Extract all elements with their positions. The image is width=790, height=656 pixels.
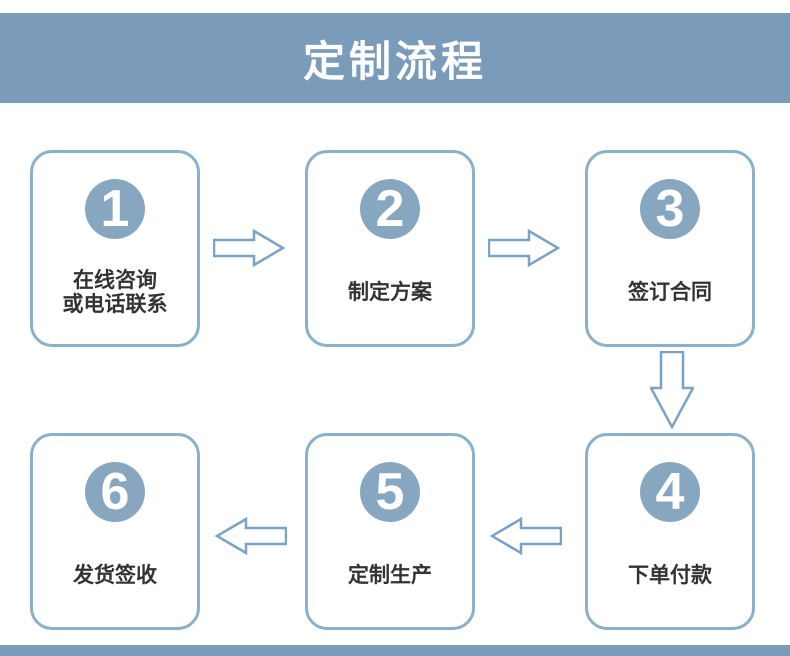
- step-card-4: 4 下单付款: [585, 433, 755, 630]
- step-4-label: 下单付款: [588, 552, 752, 600]
- step-card-2: 2 制定方案: [305, 150, 475, 347]
- step-label-line: 定制生产: [348, 564, 432, 587]
- step-card-5: 5 定制生产: [305, 433, 475, 630]
- step-number: 6: [100, 463, 130, 521]
- bottom-decoration-bar: [0, 645, 790, 656]
- step-1-number-badge: 1: [85, 179, 145, 239]
- step-number: 4: [655, 463, 685, 521]
- step-card-6: 6 发货签收: [30, 433, 200, 630]
- arrow-down-icon: [650, 351, 694, 429]
- step-number: 1: [100, 180, 130, 238]
- arrow-right-icon: [213, 229, 285, 267]
- step-2-number-badge: 2: [360, 179, 420, 239]
- step-6-number-badge: 6: [85, 462, 145, 522]
- step-number: 5: [375, 463, 405, 521]
- step-label-line: 发货签收: [73, 564, 157, 587]
- step-label-line: 下单付款: [628, 564, 712, 587]
- step-label-line: 或电话联系: [62, 293, 168, 316]
- step-number: 2: [375, 180, 405, 238]
- step-2-label: 制定方案: [308, 269, 472, 317]
- step-3-number-badge: 3: [640, 179, 700, 239]
- step-card-1: 1 在线咨询 或电话联系: [30, 150, 200, 347]
- step-5-label: 定制生产: [308, 552, 472, 600]
- step-3-label: 签订合同: [588, 269, 752, 317]
- arrow-left-icon: [490, 517, 562, 555]
- step-5-number-badge: 5: [360, 462, 420, 522]
- arrow-left-icon: [215, 517, 287, 555]
- step-1-label: 在线咨询 或电话联系: [33, 269, 197, 317]
- step-4-number-badge: 4: [640, 462, 700, 522]
- page-title: 定制流程: [302, 37, 487, 85]
- arrow-right-icon: [488, 229, 560, 267]
- step-card-3: 3 签订合同: [585, 150, 755, 347]
- step-label-line: 在线咨询: [73, 269, 157, 292]
- step-label-line: 签订合同: [628, 281, 712, 304]
- step-6-label: 发货签收: [33, 552, 197, 600]
- step-number: 3: [655, 180, 685, 238]
- title-banner: 定制流程: [0, 13, 790, 103]
- step-label-line: 制定方案: [348, 281, 432, 304]
